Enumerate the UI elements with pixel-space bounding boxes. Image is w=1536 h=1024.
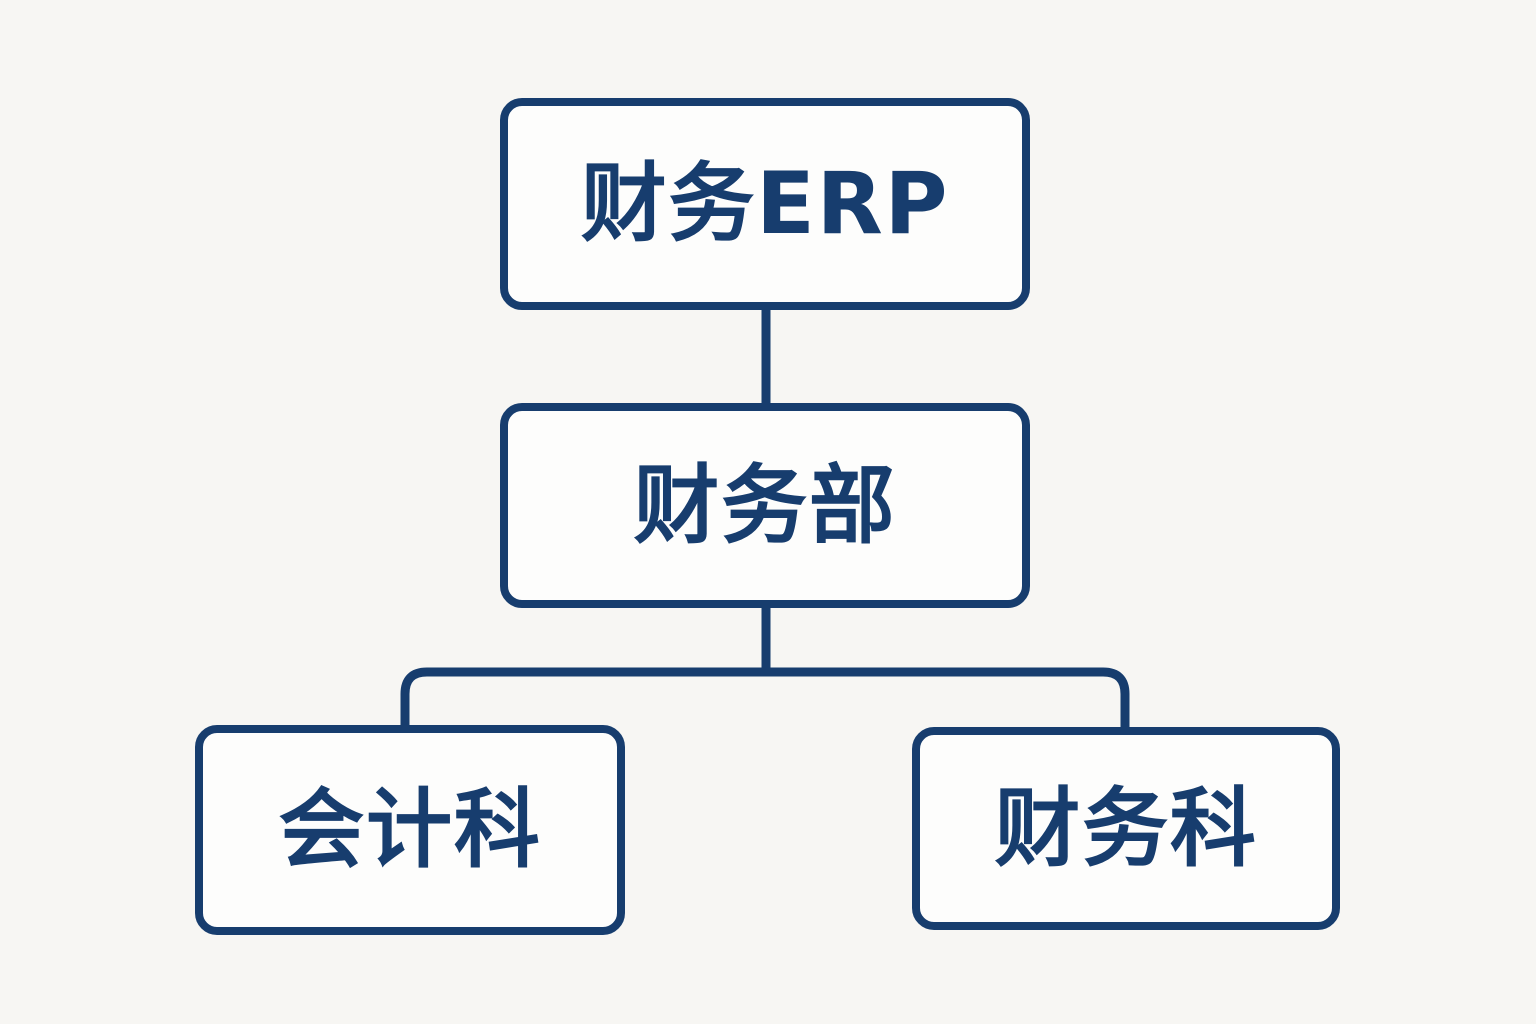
node-section-accounting[interactable]: 会计科 bbox=[195, 725, 625, 935]
node-root[interactable]: 财务ERP bbox=[500, 98, 1030, 310]
node-section-finance[interactable]: 财务科 bbox=[912, 727, 1340, 930]
node-department-label: 财务部 bbox=[633, 455, 897, 556]
node-section-finance-label: 财务科 bbox=[994, 778, 1258, 879]
node-department[interactable]: 财务部 bbox=[500, 403, 1030, 608]
edge-department-to-accounting bbox=[400, 667, 766, 729]
node-root-label: 财务ERP bbox=[580, 154, 950, 254]
edge-department-to-finance bbox=[766, 667, 1130, 731]
node-section-accounting-label: 会计科 bbox=[278, 780, 542, 880]
